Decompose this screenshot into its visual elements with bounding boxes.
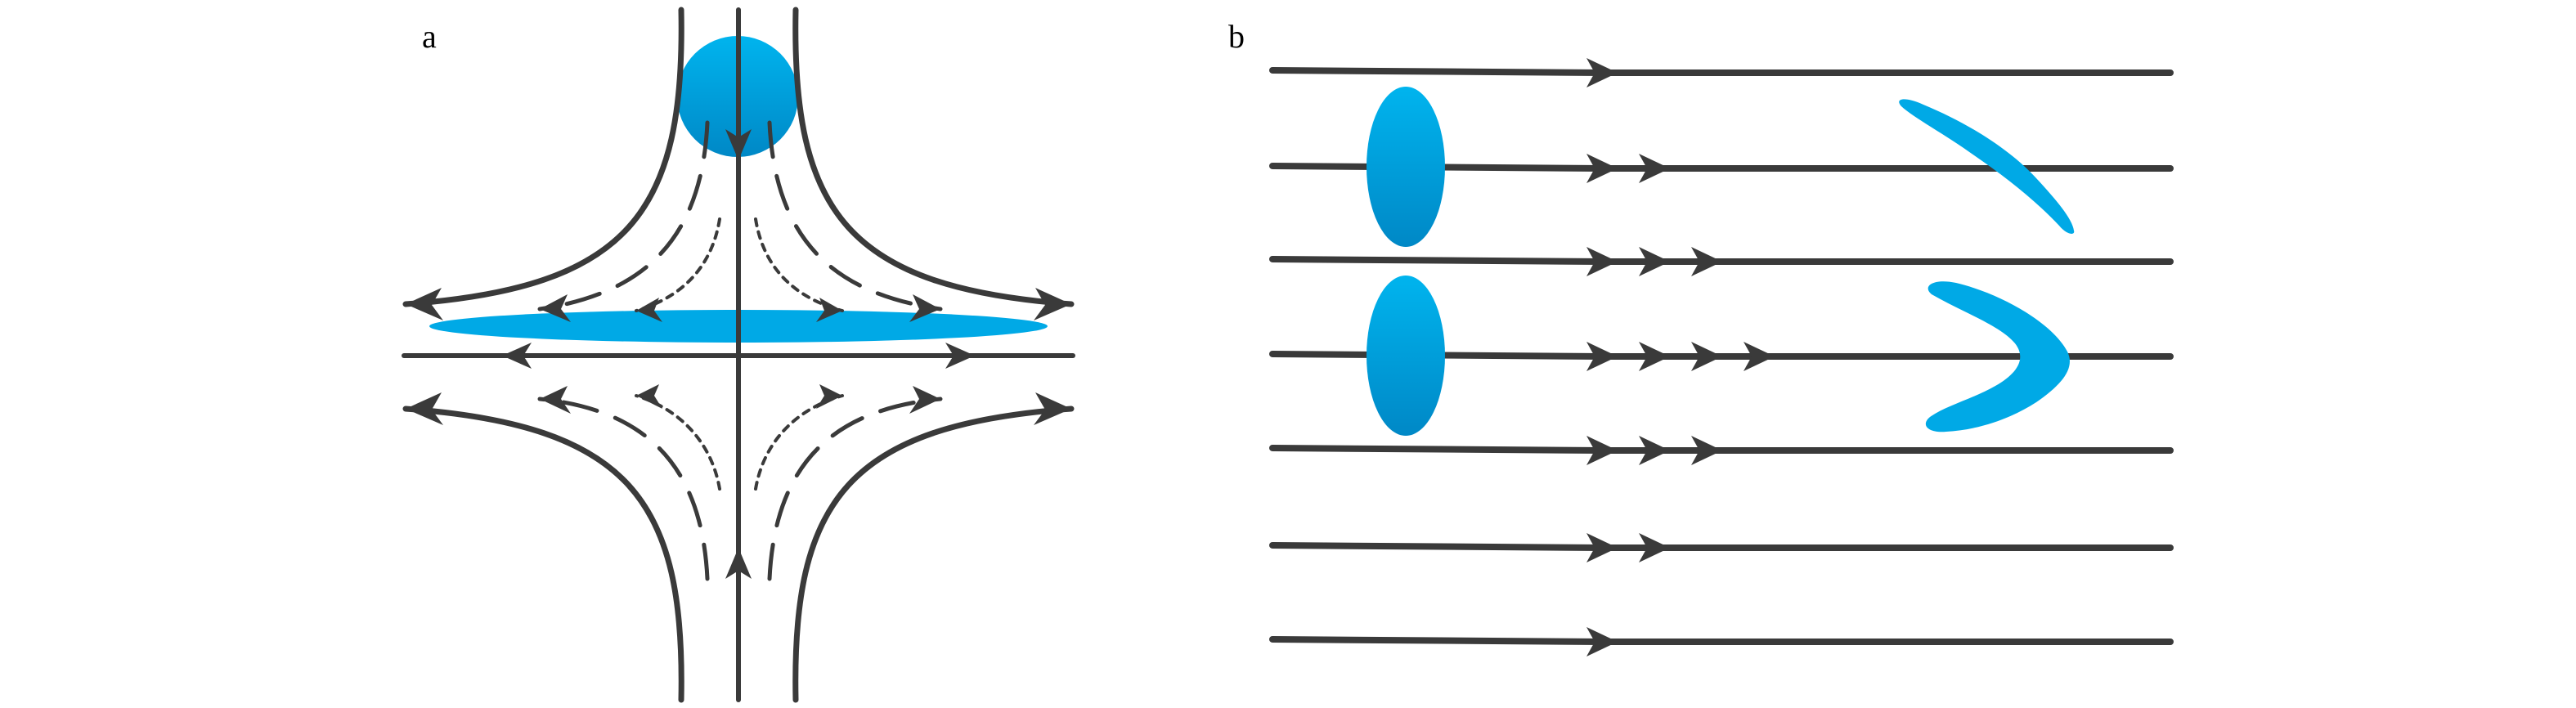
panel-a-label: a <box>422 18 437 55</box>
panel-a-arrowheads <box>406 129 1071 579</box>
upright-droplet-bottom <box>1367 276 1445 436</box>
arrow-icon <box>636 298 662 322</box>
arrow-icon <box>909 386 940 414</box>
arrow-icon <box>1586 533 1618 562</box>
bent-droplet <box>1925 281 2070 432</box>
arrow-icon <box>1744 342 1775 371</box>
arrow-icon <box>1586 436 1618 465</box>
arrow-icon <box>725 129 752 160</box>
arrow-icon <box>1639 533 1670 562</box>
streamline-bottom-right <box>792 406 1075 703</box>
arrow-icon <box>1586 247 1618 276</box>
arrow-icon <box>540 294 571 322</box>
dashed-streamline-bottom-right <box>767 397 943 581</box>
arrow-icon <box>1691 342 1722 371</box>
arrow-icon <box>636 384 662 409</box>
panel-b: b <box>1228 18 2174 656</box>
arrow-icon <box>909 294 940 322</box>
arrow-icon <box>1691 436 1722 465</box>
arrow-icon <box>816 384 842 409</box>
panel-b-droplets <box>1367 87 2075 436</box>
arrow-icon <box>406 392 443 425</box>
arrow-icon <box>1639 154 1670 183</box>
tilted-droplet <box>1899 99 2075 234</box>
arrow-icon <box>1034 288 1071 320</box>
shear-streamline <box>1269 67 2174 76</box>
arrow-icon <box>1586 154 1618 183</box>
arrow-icon <box>1639 436 1670 465</box>
dashed-streamline-top-right <box>767 120 943 311</box>
panel-a-outer-streamlines <box>402 7 1075 703</box>
arrow-icon <box>1586 342 1618 371</box>
panel-a: a <box>402 7 1075 703</box>
arrow-icon <box>816 298 842 322</box>
arrow-icon <box>406 288 443 320</box>
dotted-streamline-top-left <box>635 217 721 312</box>
panel-a-dashed-streamlines <box>537 120 943 581</box>
shear-streamline <box>1269 542 2174 551</box>
arrow-icon <box>1034 392 1071 425</box>
dashed-streamline-top-left <box>537 120 710 311</box>
streamline-bottom-left <box>402 406 684 703</box>
streamline-top-left <box>402 7 684 307</box>
arrow-icon <box>1639 342 1670 371</box>
upright-droplet-top <box>1367 87 1445 247</box>
dashed-streamline-bottom-left <box>537 397 710 581</box>
panel-b-arrowheads <box>1586 58 1775 656</box>
arrow-icon <box>725 548 752 579</box>
arrow-icon <box>540 386 571 414</box>
arrow-icon <box>1586 58 1618 87</box>
arrow-icon <box>1691 247 1722 276</box>
shear-streamline <box>1269 636 2174 645</box>
arrow-icon <box>1639 247 1670 276</box>
panel-b-label: b <box>1228 18 1245 55</box>
arrow-icon <box>502 343 532 369</box>
arrow-icon <box>945 343 975 369</box>
arrow-icon <box>1586 627 1618 656</box>
streamline-top-right <box>792 7 1075 307</box>
